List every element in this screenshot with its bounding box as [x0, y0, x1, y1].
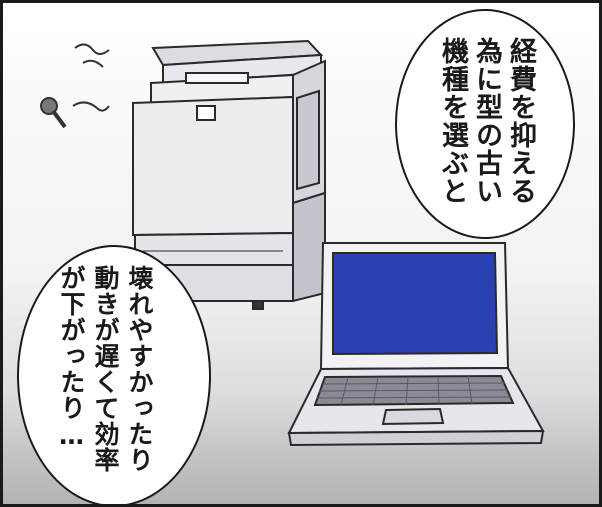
caption-bottom-left-line-2: 動きが遅くて効率	[91, 265, 120, 473]
caption-bottom-left-line-1: 壊れやすかったり	[125, 265, 154, 473]
broken-screw-icon	[40, 43, 110, 129]
caption-top-right-line-3: 機種を選ぶと	[437, 37, 468, 205]
caption-bottom-left-line-3: が下がったり…	[57, 265, 86, 451]
copier-illustration	[132, 39, 326, 310]
speech-bubble-bottom-left	[17, 245, 211, 504]
laptop-illustration	[287, 242, 545, 447]
illustration	[40, 39, 545, 447]
caption-top-right-line-1: 経費を抑える	[505, 37, 536, 205]
caption-top-right-line-2: 為に型の古い	[471, 37, 502, 205]
speech-bubble-top-right	[395, 9, 575, 239]
